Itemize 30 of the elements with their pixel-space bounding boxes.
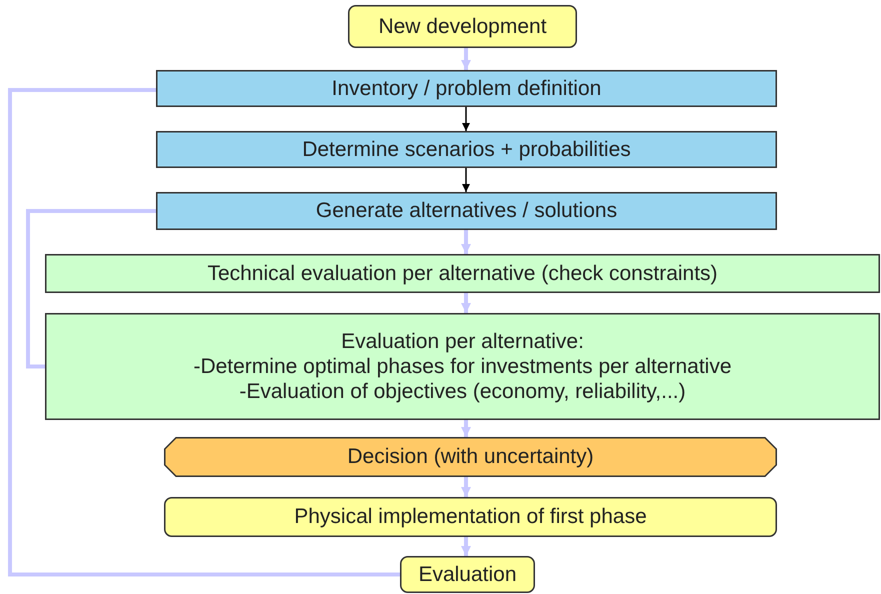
process-box <box>156 70 777 107</box>
box-label: Generate alternatives / solutions <box>316 198 618 224</box>
box-label: Decision (with uncertainty) <box>347 444 594 470</box>
arrow <box>461 48 471 70</box>
arrow <box>462 168 470 192</box>
feedback-line <box>26 209 156 368</box>
arrow <box>461 420 471 437</box>
box-label: Inventory / problem definition <box>332 76 602 102</box>
process-box <box>164 497 777 537</box>
arrow <box>461 293 471 313</box>
bullet-text: -Determine optimal phases for investments per alternative <box>193 354 732 380</box>
process-box <box>156 131 777 168</box>
process-box <box>45 313 880 420</box>
process-box <box>156 192 777 230</box>
box-label: Physical implementation of first phase <box>294 504 647 530</box>
box-label: Technical evaluation per alternative (check constraints) <box>207 260 718 286</box>
box-label: Evaluation <box>418 562 517 588</box>
feedback-line <box>8 88 400 576</box>
arrow <box>461 537 471 556</box>
box-label: New development <box>378 14 547 40</box>
decision-box <box>164 437 777 477</box>
arrow <box>462 107 470 131</box>
process-box <box>348 5 577 48</box>
box-label: Determine scenarios + probabilities <box>302 136 631 162</box>
bullet-text: -Evaluation of objectives (economy, reliability,...) <box>239 379 686 404</box>
arrow <box>461 230 471 254</box>
process-box <box>45 254 880 293</box>
arrow <box>461 477 471 497</box>
box-heading: Evaluation per alternative: <box>341 328 584 354</box>
process-box <box>400 556 535 593</box>
